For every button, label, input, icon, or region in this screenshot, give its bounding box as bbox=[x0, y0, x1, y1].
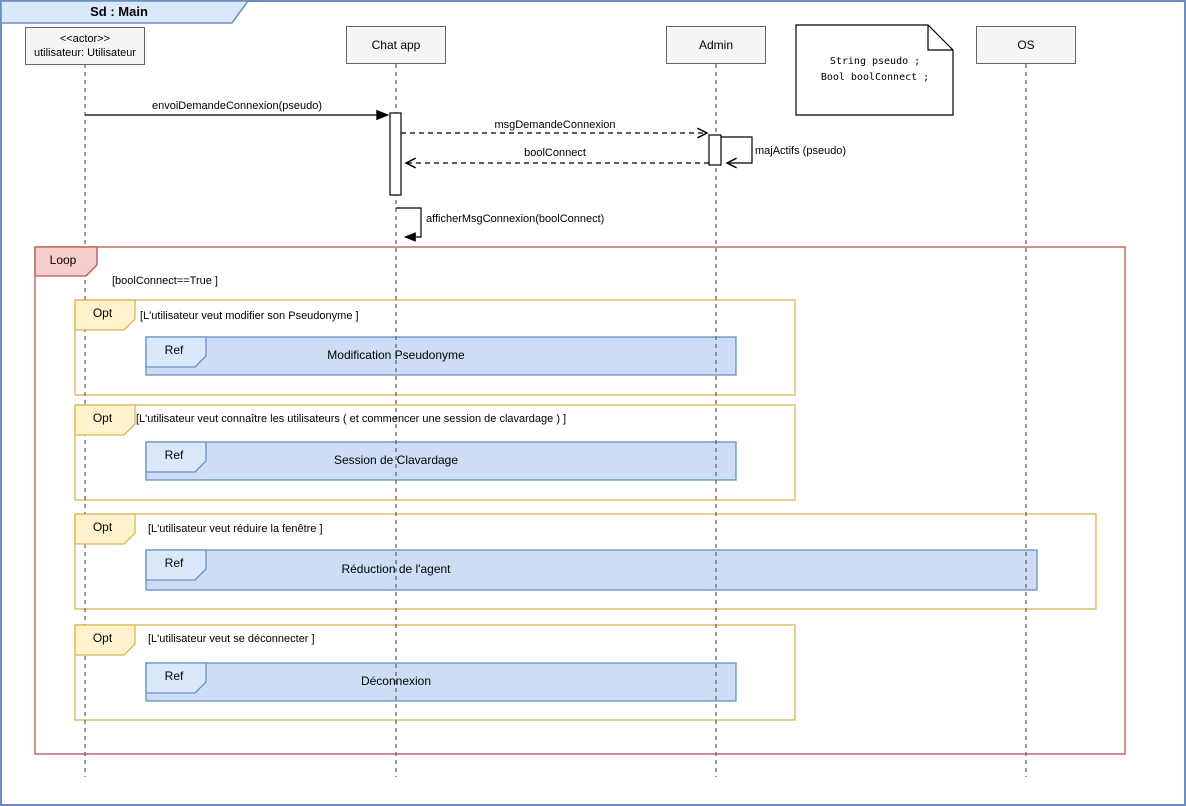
diagram-title: Sd : Main bbox=[90, 4, 148, 19]
opt-guard-label-2: [L'utilisateur veut connaître les utilis… bbox=[136, 413, 567, 425]
loop-operator-label: Loop bbox=[49, 253, 77, 267]
message-label-envoi-demande-connexion: envoiDemandeConnexion(pseudo) bbox=[151, 100, 322, 112]
opt-fragment-frame-3 bbox=[74, 513, 1097, 610]
arrow-maj-actifs-self bbox=[721, 136, 753, 169]
ref-operator-pentagon-2 bbox=[145, 441, 207, 473]
opt-guard-label-1: [L'utilisateur veut modifier son Pseudon… bbox=[140, 310, 359, 322]
ref-bar-modification-pseudonyme bbox=[145, 336, 737, 376]
participant-label-admin: Admin bbox=[698, 38, 733, 52]
message-label-msg-demande-connexion: msgDemandeConnexion bbox=[494, 119, 616, 131]
ref-operator-label-4: Ref bbox=[164, 669, 184, 683]
loop-fragment-frame bbox=[34, 246, 1126, 755]
opt-operator-label-1: Opt bbox=[92, 306, 113, 320]
opt-operator-label-2: Opt bbox=[92, 411, 113, 425]
arrow-afficher-msg-connexion-self bbox=[396, 207, 422, 242]
ref-bar-session-clavardage bbox=[145, 441, 737, 481]
diagram-title-tab bbox=[0, 0, 250, 24]
loop-guard-label: [boolConnect==True ] bbox=[112, 275, 218, 287]
loop-operator-pentagon bbox=[34, 246, 98, 277]
ref-operator-pentagon-3 bbox=[145, 549, 207, 581]
opt-guard-label-4: [L'utilisateur veut se déconnecter ] bbox=[148, 633, 315, 645]
participant-stereotype: <<actor>> bbox=[59, 33, 111, 45]
ref-label-modification-pseudonyme: Modification Pseudonyme bbox=[327, 348, 465, 362]
opt-guard-label-3: [L'utilisateur veut réduire la fenêtre ] bbox=[148, 523, 323, 535]
ref-operator-label-3: Ref bbox=[164, 556, 184, 570]
participant-label-os: OS bbox=[1017, 38, 1035, 52]
participant-box-admin: Admin bbox=[666, 26, 766, 64]
ref-label-reduction-agent: Réduction de l'agent bbox=[341, 562, 451, 576]
ref-operator-pentagon-1 bbox=[145, 336, 207, 368]
opt-fragment-frame-1 bbox=[74, 299, 796, 396]
opt-operator-pentagon-2 bbox=[74, 404, 136, 436]
note-shape bbox=[795, 24, 954, 116]
message-label-afficher-msg-connexion: afficherMsgConnexion(boolConnect) bbox=[426, 213, 605, 225]
opt-operator-label-3: Opt bbox=[92, 520, 113, 534]
ref-operator-label-1: Ref bbox=[164, 343, 184, 357]
ref-label-deconnexion: Déconnexion bbox=[360, 674, 432, 688]
opt-operator-label-4: Opt bbox=[92, 631, 113, 645]
ref-operator-pentagon-4 bbox=[145, 662, 207, 694]
note-line-1: String pseudo ; bbox=[829, 56, 921, 67]
participant-label-utilisateur: utilisateur: Utilisateur bbox=[33, 47, 137, 59]
activation-bar-admin bbox=[708, 134, 722, 166]
opt-operator-pentagon-1 bbox=[74, 299, 136, 331]
opt-operator-pentagon-3 bbox=[74, 513, 136, 545]
activation-bar-chat-app bbox=[389, 112, 402, 196]
note-line-2: Bool boolConnect ; bbox=[820, 72, 930, 83]
ref-label-session-clavardage: Session de Clavardage bbox=[333, 453, 459, 467]
participant-box-os: OS bbox=[976, 26, 1076, 64]
message-label-bool-connect: boolConnect bbox=[524, 147, 586, 159]
opt-operator-pentagon-4 bbox=[74, 624, 136, 656]
participant-box-chat-app: Chat app bbox=[346, 26, 446, 64]
opt-fragment-frame-4 bbox=[74, 624, 796, 721]
ref-operator-label-2: Ref bbox=[164, 448, 184, 462]
participant-box-utilisateur: <<actor>> utilisateur: Utilisateur bbox=[25, 27, 145, 65]
message-label-maj-actifs: majActifs (pseudo) bbox=[755, 145, 847, 157]
participant-label-chat-app: Chat app bbox=[371, 38, 421, 52]
opt-fragment-frame-2 bbox=[74, 404, 796, 501]
note-folded-corner bbox=[927, 25, 953, 51]
ref-bar-reduction-agent bbox=[145, 549, 1038, 591]
